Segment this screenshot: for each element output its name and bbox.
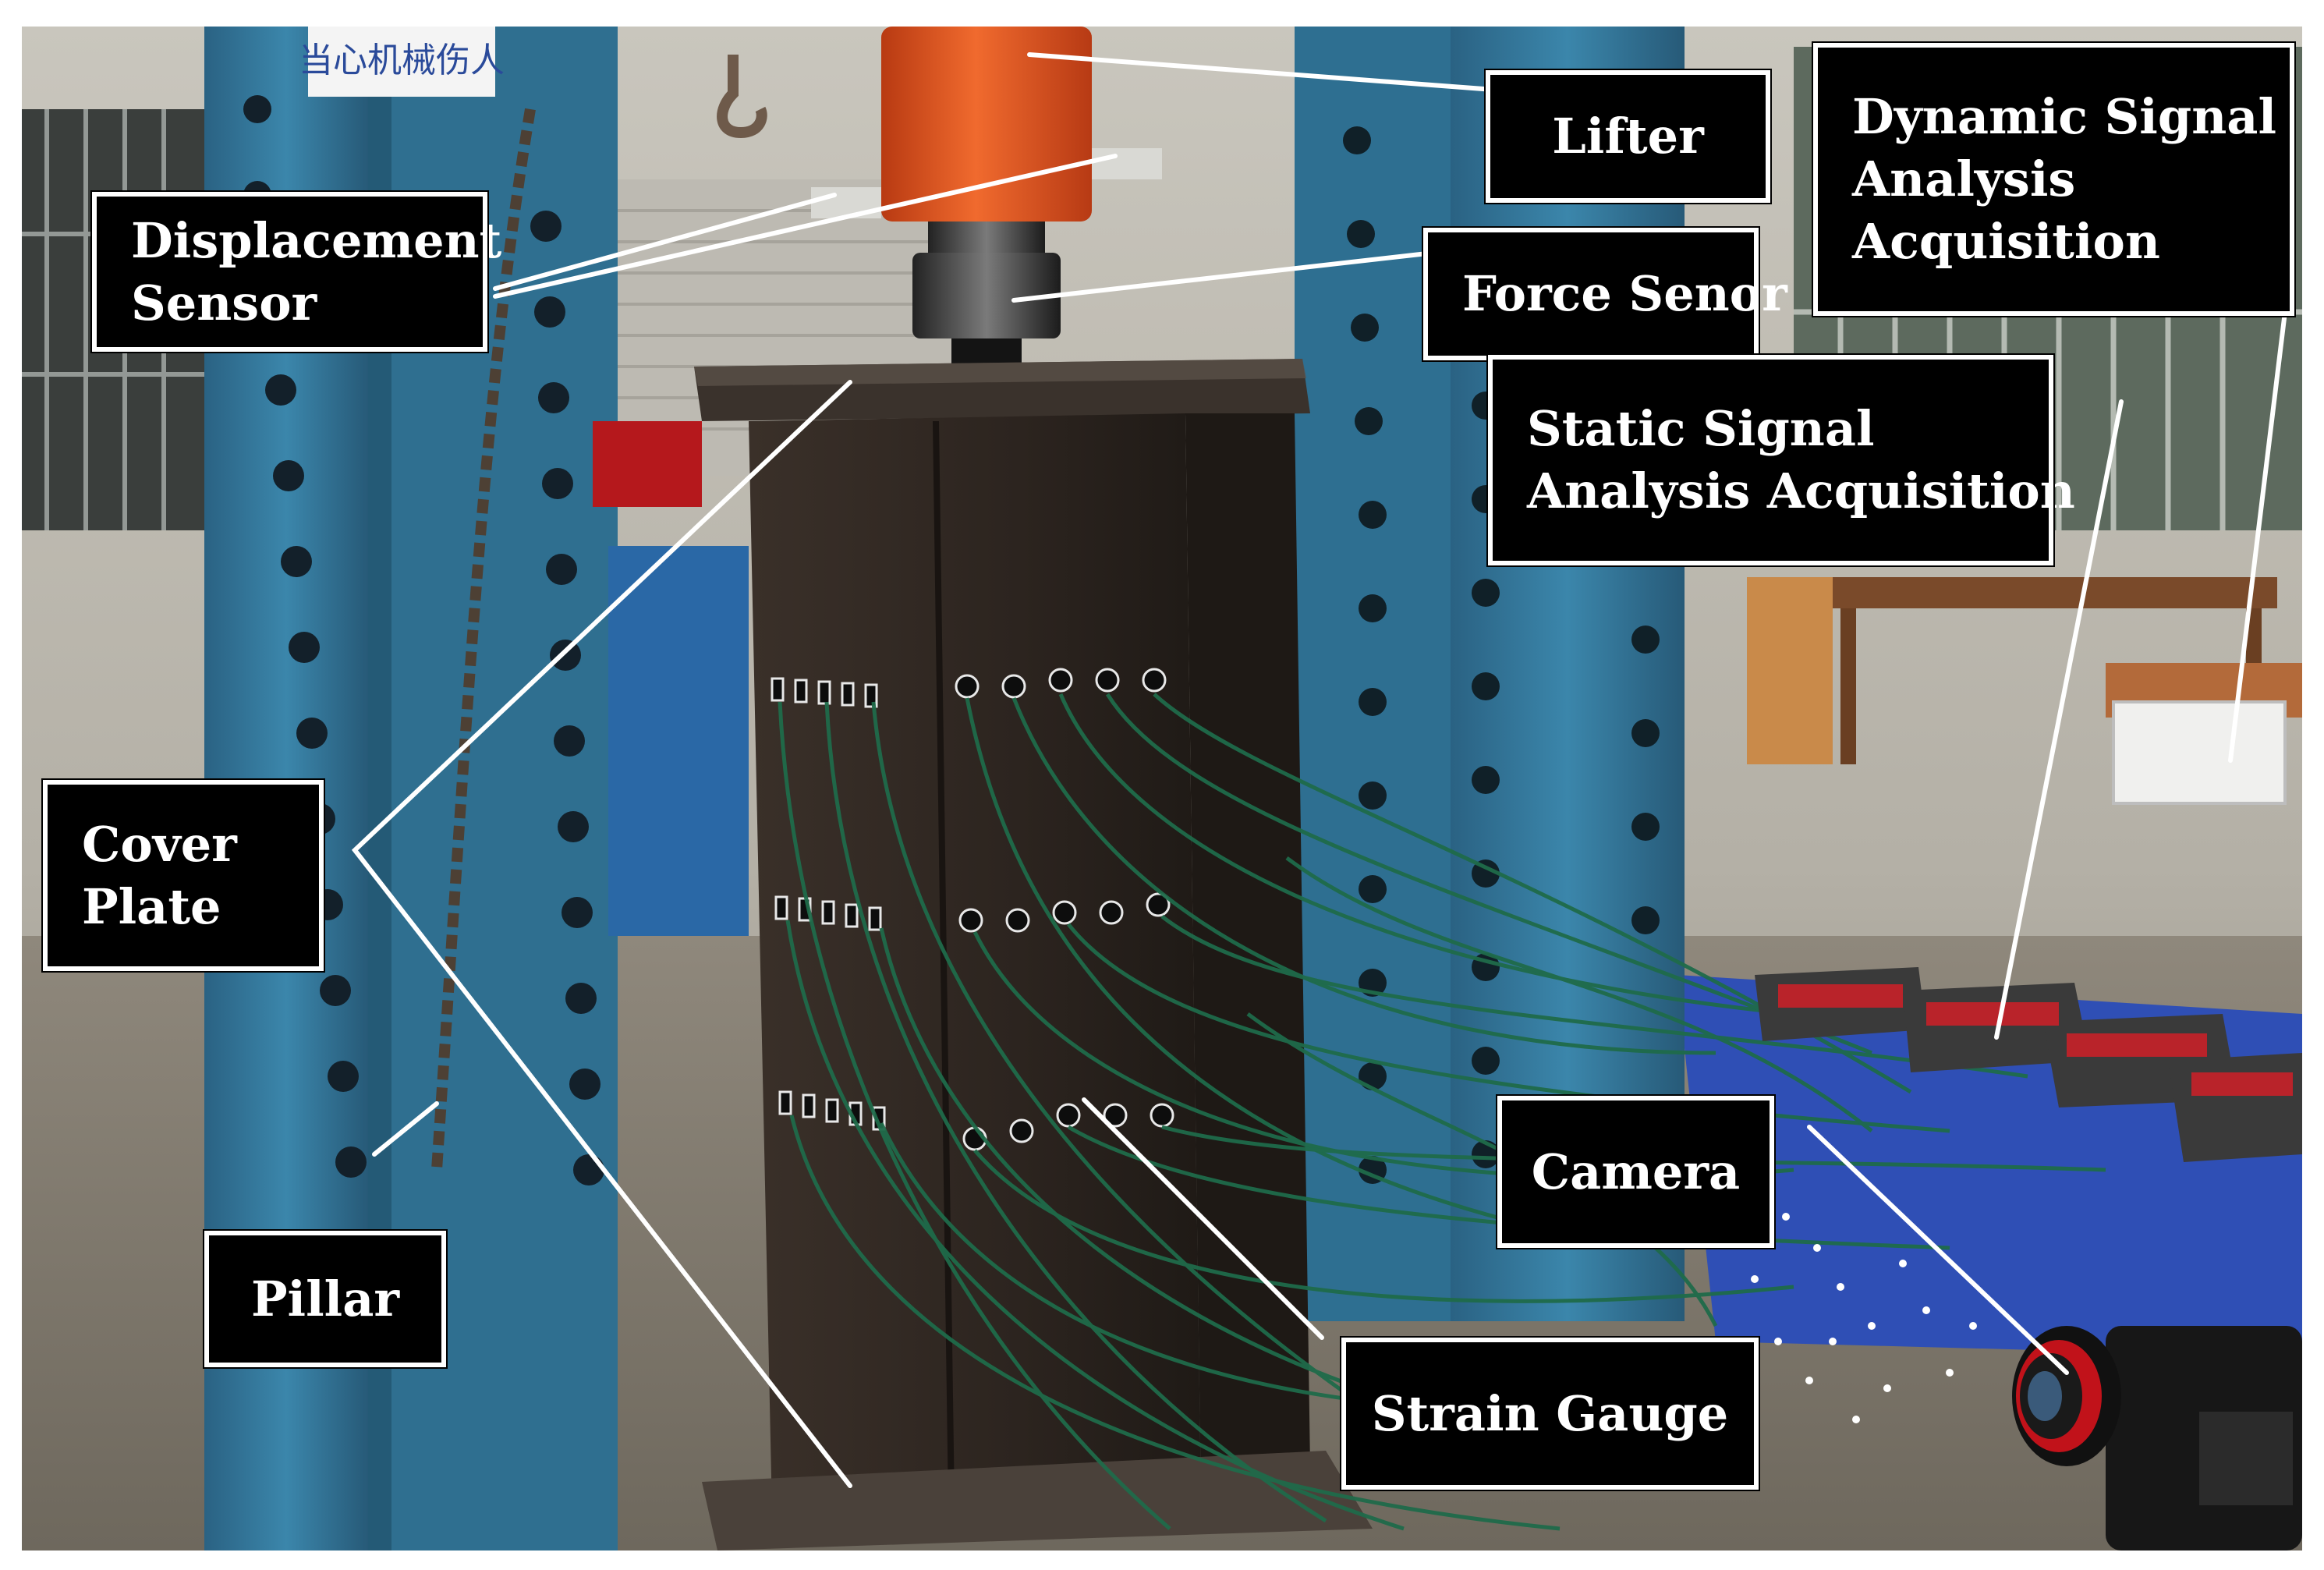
label-cover-plate: Cover Plate: [41, 778, 325, 973]
lifter-piston: [928, 222, 1045, 253]
label-displacement-sensor-line-2: Sensor: [131, 274, 317, 331]
label-dynamic-signal-line-3: Acquisition: [1852, 213, 2160, 270]
label-static-signal-line-2: Analysis Acquisition: [1527, 462, 2075, 519]
red-machine: [593, 421, 702, 507]
base-plate: [702, 1451, 1373, 1551]
marker-dots: [1735, 1213, 1977, 1423]
label-pillar: Pillar: [203, 1229, 448, 1369]
label-pillar-line-1: Pillar: [250, 1270, 400, 1327]
dynamic-acquisition-device: [2112, 700, 2287, 805]
wooden-table: [1825, 577, 2277, 608]
label-dynamic-signal-line-1: Dynamic Signal: [1852, 88, 2277, 145]
label-cover-plate-line-2: Plate: [82, 877, 221, 935]
chain: [431, 108, 536, 1171]
label-dynamic-signal-line-2: Analysis: [1852, 151, 2076, 207]
warning-sign: [308, 27, 495, 97]
blue-equipment: [608, 546, 749, 936]
label-strain-gauge: Strain Gauge: [1340, 1336, 1760, 1491]
specimen-column: [749, 413, 1201, 1513]
label-lifter: Lifter: [1484, 69, 1772, 204]
label-cover-plate-line-1: Cover: [82, 815, 237, 873]
static-acquisition-boxes: [1755, 967, 2302, 1162]
label-force-sensor: Force Senor: [1422, 226, 1787, 362]
label-camera-line-1: Camera: [1531, 1143, 1741, 1200]
label-strain-gauge-line-1: Strain Gauge: [1371, 1384, 1729, 1442]
label-static-signal-line-1: Static Signal: [1527, 400, 1875, 457]
label-displacement-sensor-line-1: Displacement: [131, 211, 502, 269]
displacement-sensor-right: [1092, 148, 1162, 179]
label-force-sensor-line-1: Force Senor: [1462, 265, 1787, 322]
label-static-signal: Static Signal Analysis Acquisition: [1486, 353, 2075, 567]
warning-sign-text: 当心机械伤人: [299, 41, 505, 80]
label-lifter-line-1: Lifter: [1552, 108, 1704, 165]
wooden-chair: [1747, 577, 1833, 764]
camera-body: [2012, 1326, 2302, 1551]
crane-hook: [717, 55, 767, 139]
specimen-side: [1185, 413, 1310, 1497]
label-camera: Camera: [1496, 1094, 1776, 1249]
force-sensor-body: [912, 253, 1061, 338]
strain-gauges: [771, 668, 1174, 1151]
label-displacement-sensor: Displacement Sensor: [90, 190, 502, 353]
leader-lines: [351, 52, 2287, 1488]
label-dynamic-signal: Dynamic Signal Analysis Acquisition: [1812, 41, 2296, 317]
